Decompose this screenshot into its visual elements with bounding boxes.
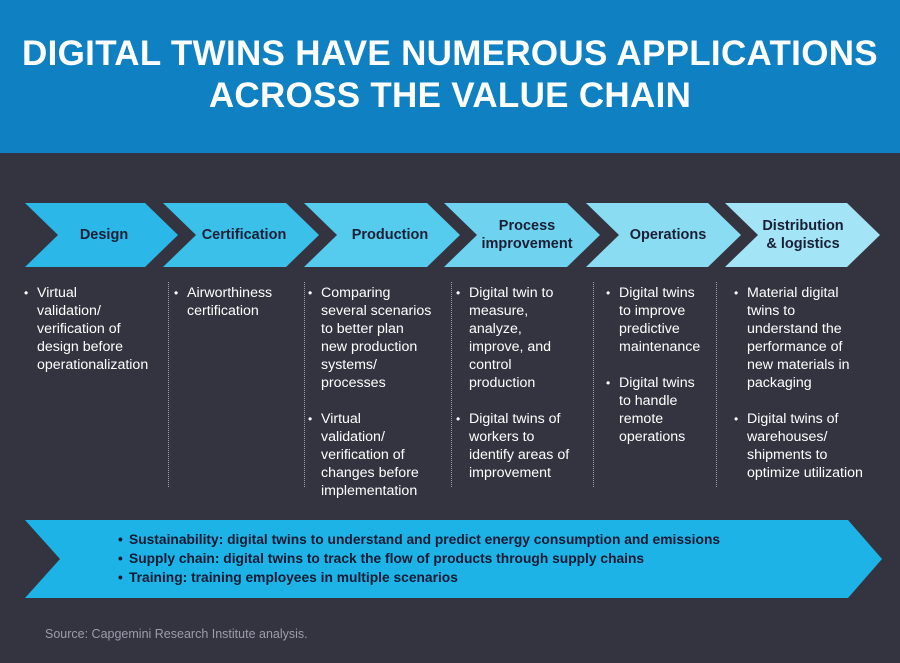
- list-item: Digital twins of warehouses/ shipments t…: [734, 410, 894, 482]
- stage-label-production: Production: [351, 227, 429, 243]
- list-item: Comparing several scenarios to better pl…: [308, 284, 450, 392]
- stage-label-design: Design: [79, 227, 129, 243]
- list-item: Material digital twins to understand the…: [734, 284, 894, 392]
- bottom-banner-item: Sustainability: digital twins to underst…: [118, 530, 720, 549]
- stage-column-process-improvement: Digital twin to measure, analyze, improv…: [456, 284, 592, 500]
- column-divider: [716, 282, 717, 487]
- list-item: Digital twins to improve predictive main…: [606, 284, 716, 356]
- bottom-banner-list: Sustainability: digital twins to underst…: [118, 530, 720, 587]
- stage-column-certification: Airworthiness certification: [174, 284, 302, 338]
- bottom-banner-item: Training: training employees in multiple…: [118, 568, 720, 587]
- stage-column-production: Comparing several scenarios to better pl…: [308, 284, 450, 518]
- stage-label-certification: Certification: [201, 227, 287, 243]
- stage-column-design: Virtual validation/ verification of desi…: [24, 284, 166, 392]
- column-divider: [168, 282, 169, 487]
- list-item: Digital twin to measure, analyze, improv…: [456, 284, 592, 392]
- stage-label-operations: Operations: [629, 227, 707, 243]
- bottom-banner-item: Supply chain: digital twins to track the…: [118, 549, 720, 568]
- stage-label-distribution-logistics: Distribution& logistics: [762, 218, 844, 252]
- list-item: Digital twins to handle remote operation…: [606, 374, 716, 446]
- stage-column-distribution-logistics: Material digital twins to understand the…: [734, 284, 894, 500]
- list-item: Virtual validation/ verification of desi…: [24, 284, 166, 374]
- stage-chevron-distribution-logistics: [725, 203, 880, 267]
- stage-chevron-process-improvement: [444, 203, 600, 267]
- list-item: Airworthiness certification: [174, 284, 302, 320]
- column-divider: [304, 282, 305, 487]
- stage-chevron-production: [304, 203, 460, 267]
- column-divider: [451, 282, 452, 487]
- title-line-2: ACROSS THE VALUE CHAIN: [208, 75, 692, 115]
- page-title: DIGITAL TWINS HAVE NUMEROUS APPLICATIONS…: [20, 33, 880, 117]
- header-banner: DIGITAL TWINS HAVE NUMEROUS APPLICATIONS…: [0, 0, 900, 153]
- title-line-1: DIGITAL TWINS HAVE NUMEROUS APPLICATIONS: [22, 33, 878, 73]
- stage-chevron-design: [25, 203, 178, 267]
- stage-column-operations: Digital twins to improve predictive main…: [606, 284, 716, 464]
- list-item: Digital twins of workers to identify are…: [456, 410, 592, 482]
- stage-chevron-operations: [586, 203, 741, 267]
- source-note: Source: Capgemini Research Institute ana…: [45, 627, 308, 641]
- stage-chevron-certification: [163, 203, 319, 267]
- column-divider: [593, 282, 594, 487]
- list-item: Virtual validation/ verification of chan…: [308, 410, 450, 500]
